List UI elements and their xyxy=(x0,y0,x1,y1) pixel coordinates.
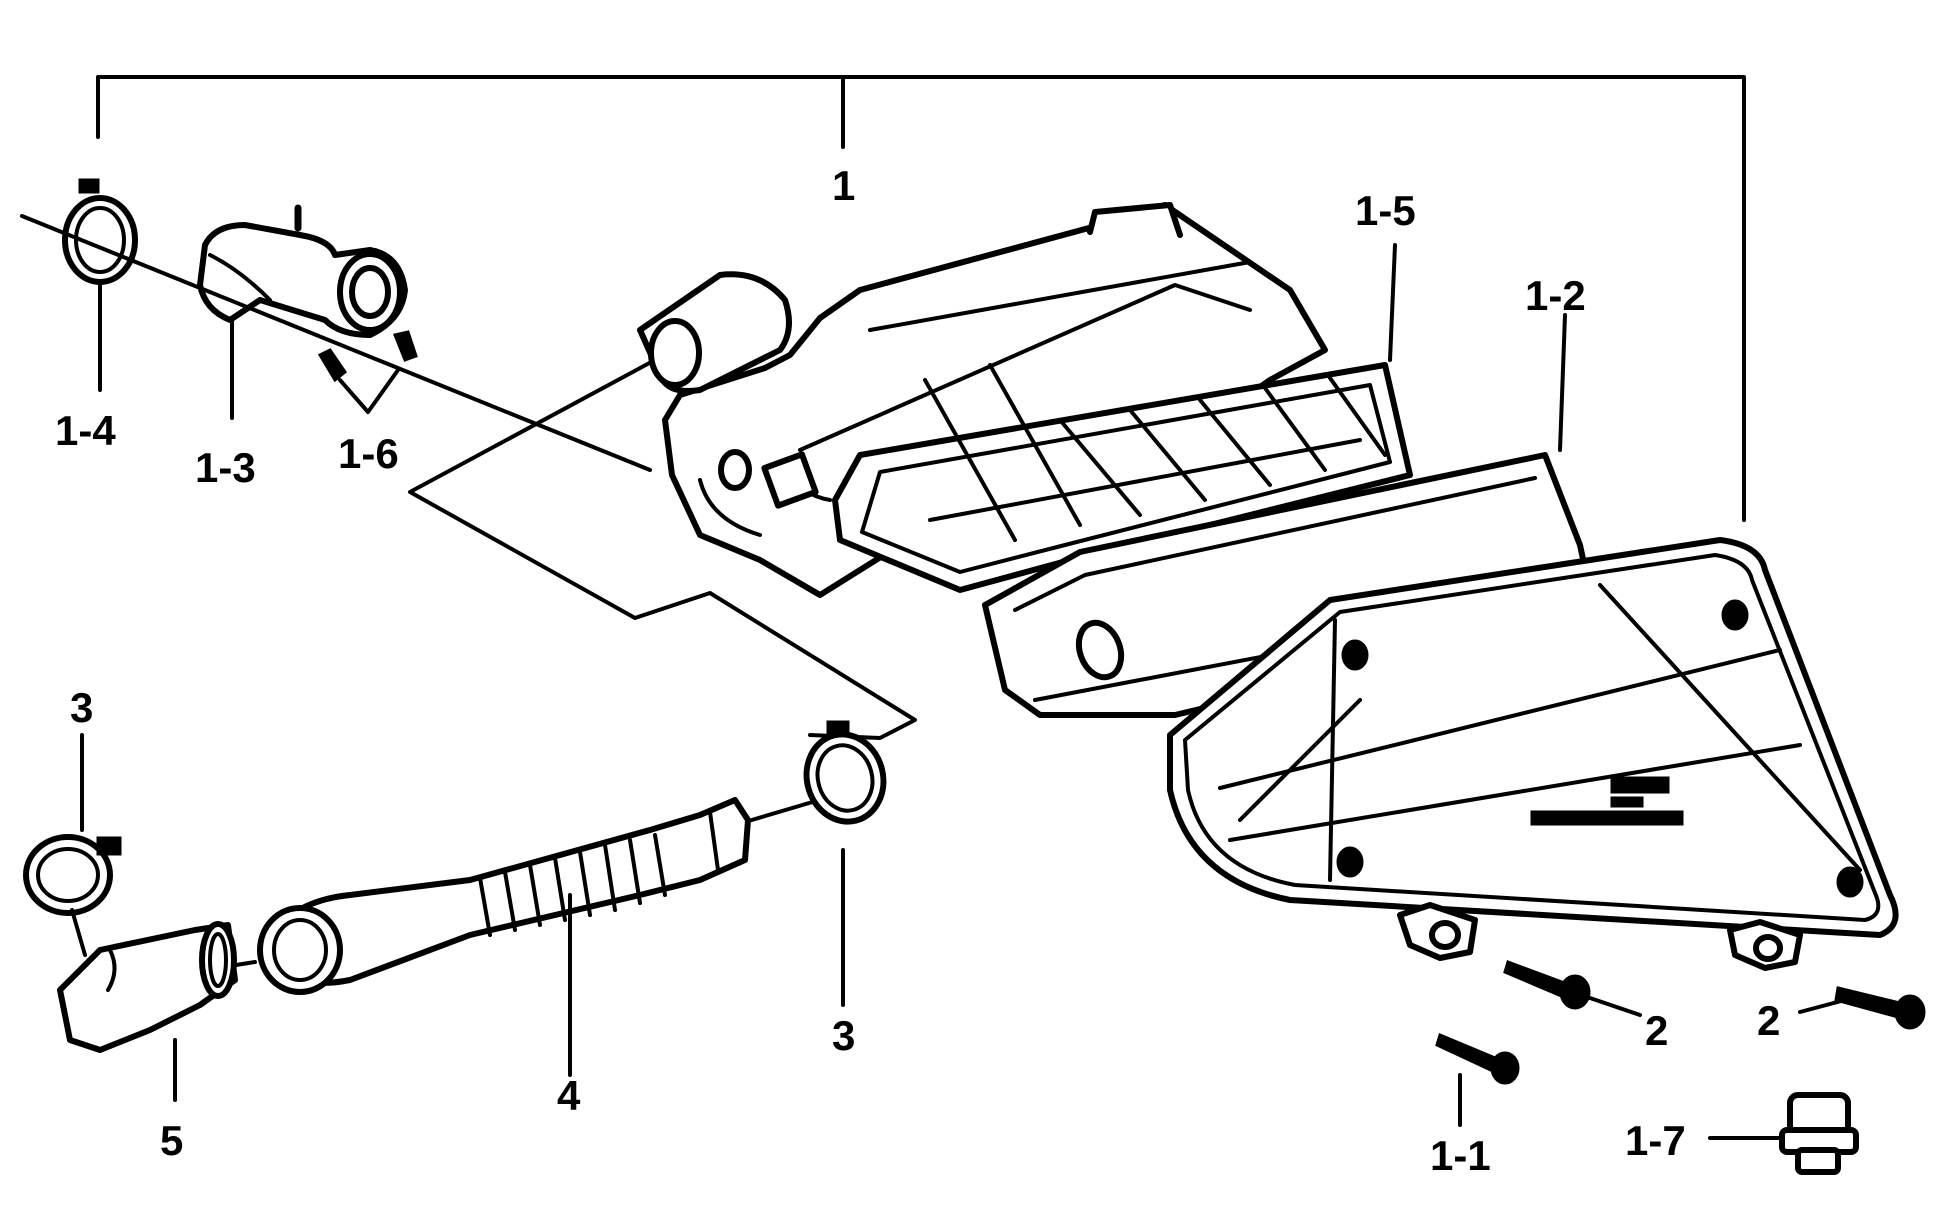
label-3-left: 3 xyxy=(70,684,93,731)
label-2-b: 2 xyxy=(1757,997,1780,1044)
label-1-5: 1-5 xyxy=(1355,187,1416,234)
label-4: 4 xyxy=(557,1072,581,1119)
clamp-3-left xyxy=(23,733,122,957)
label-1-2: 1-2 xyxy=(1525,272,1586,319)
label-5: 5 xyxy=(160,1117,183,1164)
air-cleaner-case xyxy=(637,202,1328,598)
label-1: 1 xyxy=(832,162,855,209)
label-1-3: 1-3 xyxy=(195,444,256,491)
screw-1-1 xyxy=(1435,1032,1520,1127)
elbow-joint-5 xyxy=(57,921,257,1102)
label-1-4: 1-4 xyxy=(55,407,116,454)
screw-2-a xyxy=(1503,960,1642,1017)
intake-joint-1-3 xyxy=(197,204,408,338)
label-1-1: 1-1 xyxy=(1430,1132,1491,1179)
connecting-tube-4 xyxy=(257,797,751,1077)
label-1-6: 1-6 xyxy=(338,430,399,477)
element-frame-1-5 xyxy=(832,362,1413,593)
leader-lines xyxy=(98,243,1567,452)
assembly-bracket xyxy=(96,75,1746,522)
clamp-1-4 xyxy=(62,178,138,285)
clamp-3-right xyxy=(803,720,887,1007)
label-2-a: 2 xyxy=(1645,1007,1668,1054)
screw-2-b xyxy=(1798,986,1926,1030)
label-3-right: 3 xyxy=(832,1012,855,1059)
screws-1-6 xyxy=(317,330,418,414)
air-cleaner-cover xyxy=(1167,537,1899,971)
drain-plug-1-7 xyxy=(1708,1092,1859,1175)
label-1-7: 1-7 xyxy=(1625,1117,1686,1164)
